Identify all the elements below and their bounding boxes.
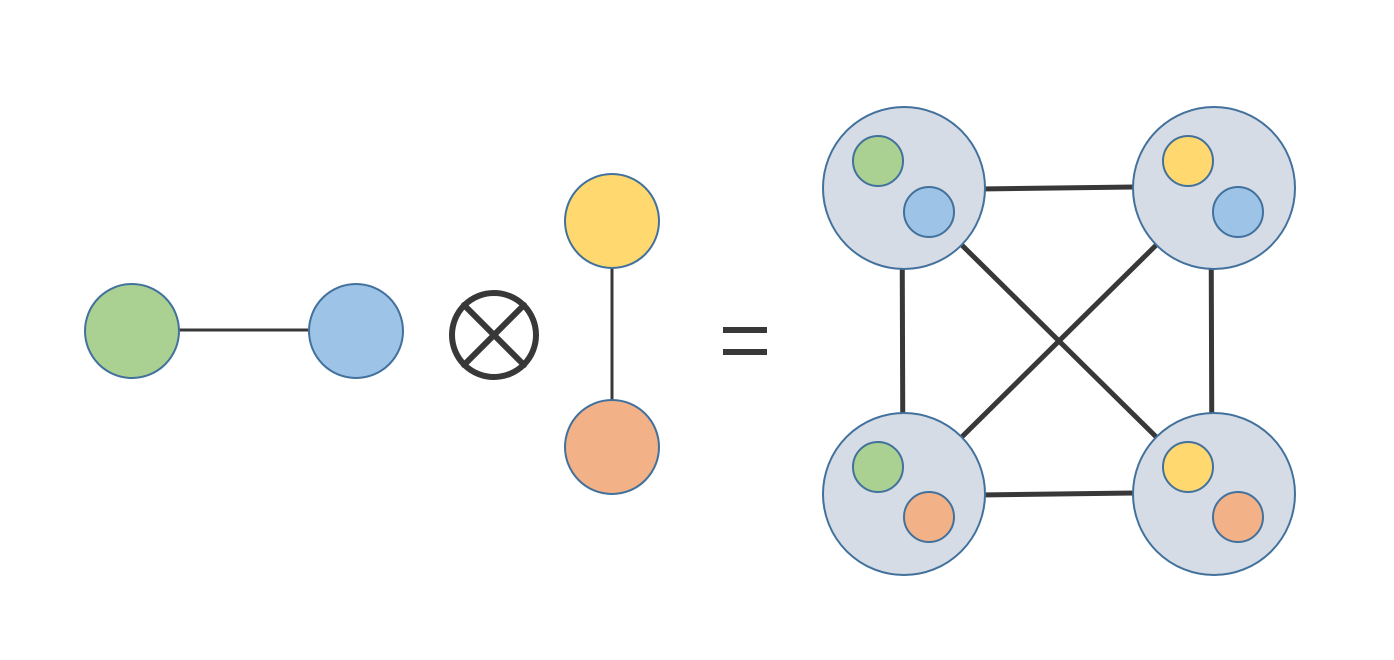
- member-node-green: [852, 135, 904, 187]
- member-node-blue: [903, 186, 955, 238]
- graph-a-node-blue: [308, 283, 404, 379]
- member-node-yellow: [1162, 441, 1214, 493]
- graph-b-node-yellow: [564, 173, 660, 269]
- product-node-green-blue: [822, 106, 986, 270]
- graph-a-node-green: [84, 283, 180, 379]
- product-node-yellow-blue: [1132, 106, 1296, 270]
- otimes-operator: [449, 290, 539, 380]
- member-node-yellow: [1162, 135, 1214, 187]
- member-node-green: [852, 441, 904, 493]
- product-graph: [822, 106, 1296, 576]
- graph-b: [564, 173, 660, 495]
- graph-a: [84, 283, 404, 379]
- product-node-yellow-orange: [1132, 412, 1296, 576]
- member-node-blue: [1212, 186, 1264, 238]
- member-node-orange: [1212, 491, 1264, 543]
- graph-b-node-orange: [564, 399, 660, 495]
- product-node-green-orange: [822, 412, 986, 576]
- equals-operator: [723, 327, 767, 355]
- member-node-orange: [903, 491, 955, 543]
